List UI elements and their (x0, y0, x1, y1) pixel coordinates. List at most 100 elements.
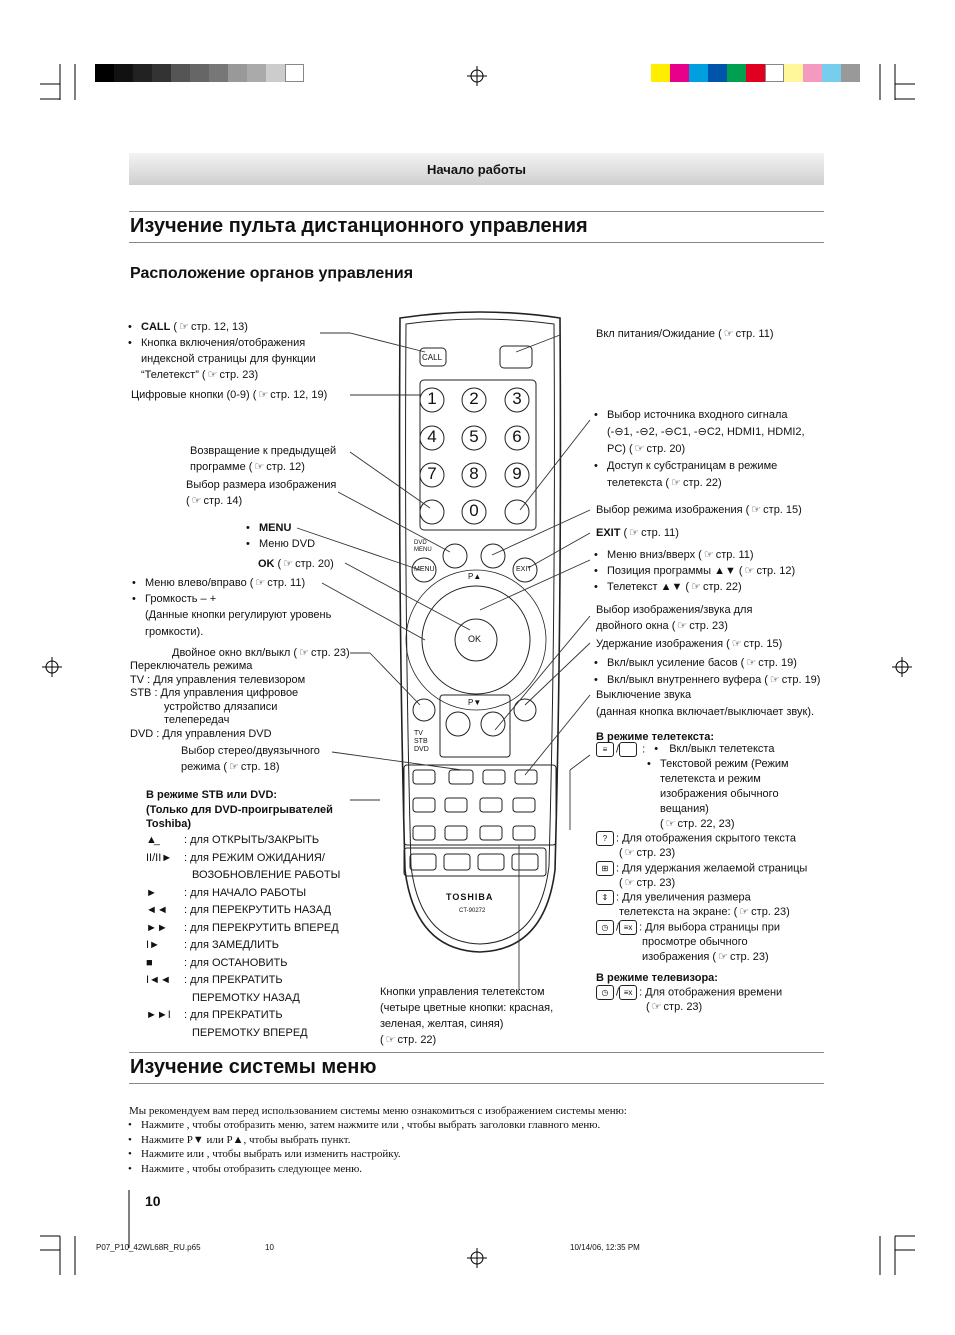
stb-function-row: ▲̲ : для ОТКРЫТЬ/ЗАКРЫТЬ (146, 832, 340, 850)
digits-ref: стр. 12, 19) (270, 389, 328, 401)
stb-heading-2: (Только для DVD-проигрывателей (146, 803, 333, 816)
stb-function-text: : для РЕЖИМ ОЖИДАНИЯ/ (184, 851, 325, 864)
remote-digit-3: 3 (512, 389, 522, 408)
mode-stb-label: STB (414, 738, 428, 745)
ud-label: Меню вниз/вверх ( (607, 549, 702, 561)
dual-ref: стр. 23) (310, 647, 350, 659)
hold-page-icon: ⊞ (596, 861, 614, 876)
reference-icon (675, 620, 689, 632)
volume-desc-2: громкости). (145, 626, 204, 638)
reference-icon (281, 558, 295, 570)
mute-desc: (данная кнопка включает/выключает звук). (596, 705, 815, 718)
reveal-label: : Для отображения скрытого текста (616, 832, 796, 845)
src-options-2: PC) ( (607, 443, 633, 455)
color-swatch (841, 64, 860, 82)
zoom-icon: ⇕ (596, 890, 614, 905)
callout-bass: Вкл/выкл усиление басов (стр. 19) Вкл/вы… (594, 655, 820, 689)
stb-function-row: ВОЗОБНОВЛЕНИЕ РАБОТЫ (146, 867, 340, 885)
reference-icon (253, 577, 267, 589)
size-ref: стр. 14) (203, 495, 243, 507)
zoom-label: : Для увеличения размера (616, 891, 751, 904)
color-buttons-1: Кнопки управления телетекстом (380, 986, 545, 998)
remote-p-up-label: P▲ (468, 572, 482, 581)
reveal-ref: стр. 23) (636, 847, 676, 860)
callout-reveal: ?: Для отображения скрытого текста (стр.… (596, 831, 796, 861)
stb-function-symbol: ▲̲ (146, 834, 157, 846)
callout-dual-select: Выбор изображения/звука для двойного окн… (596, 602, 752, 634)
call-desc-3: “Телетекст” ( (141, 369, 206, 381)
color-swatch (285, 64, 304, 82)
menu-intro: Мы рекомендуем вам перед использованием … (129, 1105, 627, 1117)
callout-ok: OK (стр. 20) (258, 556, 334, 572)
callout-menu: MENU Меню DVD (246, 520, 315, 552)
color-swatch (727, 64, 746, 82)
stb-function-text: : для ПРЕКРАТИТЬ (184, 974, 283, 986)
footer-date: 10/14/06, 12:35 PM (570, 1243, 640, 1252)
stb-function-symbol: ►►I (146, 1009, 171, 1021)
stb-function-symbol: ◄◄ (146, 904, 168, 916)
color-swatch (651, 64, 670, 82)
stb-function-text: : для НАЧАЛО РАБОТЫ (184, 886, 307, 899)
reference-icon (297, 647, 311, 659)
reference-icon (730, 638, 744, 650)
stb-function-text: : для ЗАМЕДЛИТЬ (184, 939, 279, 951)
stb-function-text: : для ОТКРЫТЬ/ЗАКРЫТЬ (184, 834, 320, 846)
stb-function-row: ►►I: для ПРЕКРАТИТЬ (146, 1007, 340, 1025)
page-hold-label: : Для удержания желаемой страницы (616, 862, 808, 875)
bass-ref: стр. 19) (758, 657, 797, 669)
exit-label: EXIT (596, 527, 621, 539)
color-swatch (708, 64, 727, 82)
prog-ref: стр. 12) (756, 565, 796, 577)
menu-step-3: Нажмите или , чтобы выбрать или изменить… (128, 1147, 600, 1162)
remote-brand: TOSHIBA (446, 892, 494, 902)
pg-ref: стр. 23) (729, 951, 769, 964)
callout-mode-switch: Переключатель режима TV : Для управления… (130, 660, 305, 741)
callout-digits: Цифровые кнопки (0-9) (стр. 12, 19) (131, 387, 327, 403)
callout-page-hold: ⊞: Для удержания желаемой страницы (стр.… (596, 861, 807, 891)
callout-prev-program: Возвращение к предыдущей программе (стр.… (190, 443, 336, 475)
zoom-label-2: телетекста на экране: ( (619, 906, 738, 919)
reference-icon (744, 657, 758, 669)
teletext-heading: В режиме телетекста: (596, 731, 715, 743)
tv-mode-heading: В режиме телевизора: (596, 972, 718, 984)
reference-icon (743, 565, 757, 577)
color-swatch (266, 64, 285, 82)
reference-icon (749, 504, 763, 516)
stb-function-row: II/II►: для РЕЖИМ ОЖИДАНИЯ/ (146, 850, 340, 868)
dw-ref: стр. 23) (689, 620, 728, 632)
pg-label-3: изображения ( (642, 951, 717, 964)
power-ref: стр. 11) (735, 328, 774, 340)
dual-label: Двойное окно вкл/выкл ( (172, 647, 298, 659)
tt-mode-1: Текстовой режим (Режим (660, 758, 789, 771)
call-ref-2: стр. 23) (219, 369, 259, 381)
color-buttons-3: зеленая, желтая, синяя) (380, 1018, 504, 1030)
prog-label: Позиция программы ▲▼ ( (607, 565, 743, 577)
color-swatch (670, 64, 689, 82)
callout-zoom: ⇕: Для увеличения размера телетекста на … (596, 890, 790, 920)
power-label: Вкл питания/Ожидание ( (596, 328, 722, 340)
callout-time: ◷/≡x: Для отображения времени (стр. 23) (596, 985, 782, 1015)
subpage-label: Доступ к субстраницам в режиме (594, 458, 805, 475)
remote-digit-4: 4 (427, 427, 437, 446)
reference-icon (177, 321, 191, 333)
menu-section-title: Изучение системы меню (130, 1056, 377, 1078)
color-buttons-2: (четыре цветные кнопки: красная, (380, 1002, 554, 1014)
pg-label: : Для выбора страницы при (639, 921, 780, 934)
stereo-label-2: режима ( (181, 761, 228, 773)
color-swatch (209, 64, 228, 82)
tt-on-off: Вкл/выкл телетекста (669, 743, 775, 756)
reference-icon (722, 328, 736, 340)
stb-function-text: : для ПЕРЕКРУТИТЬ НАЗАД (184, 904, 331, 916)
dvd-menu-label: Меню DVD (246, 536, 315, 552)
callout-exit: EXIT (стр. 11) (596, 525, 679, 541)
zoom-ref: стр. 23) (751, 906, 790, 919)
color-swatch (133, 64, 152, 82)
mode-tv-desc: TV : Для управления телевизором (130, 673, 306, 686)
divider (129, 242, 824, 243)
color-swatch (152, 64, 171, 82)
reference-icon (252, 461, 266, 473)
stb-function-symbol: I► (146, 939, 160, 951)
color-swatch (746, 64, 765, 82)
color-swatch (784, 64, 803, 82)
stb-function-row: ►►: для ПЕРЕКРУТИТЬ ВПЕРЕД (146, 920, 340, 938)
